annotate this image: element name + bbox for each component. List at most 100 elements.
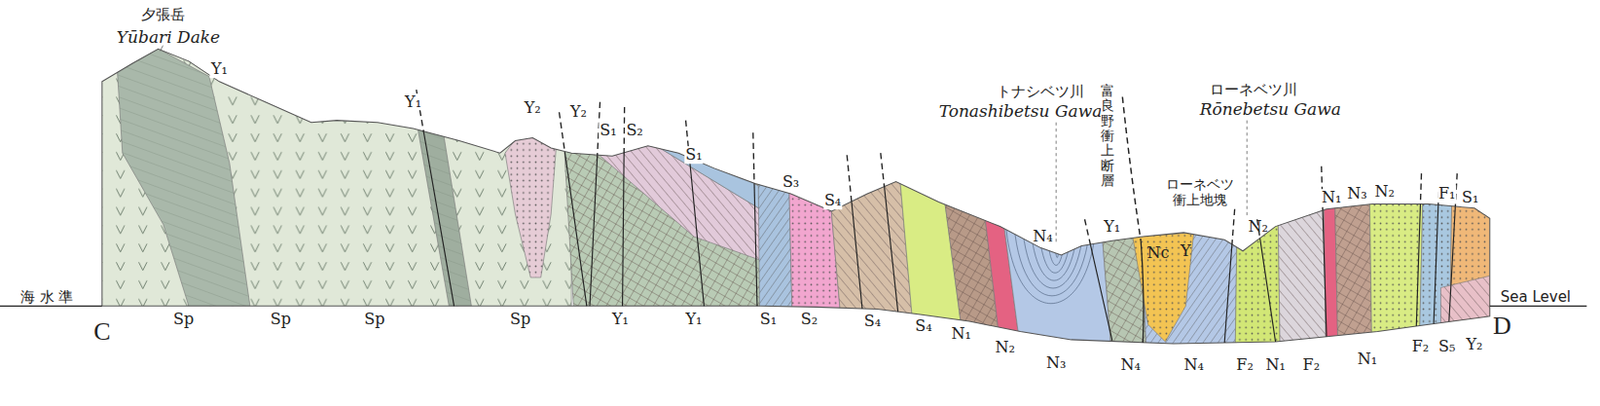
- unit-label: S₅: [1438, 337, 1455, 356]
- unit-label: F₂: [1236, 356, 1254, 374]
- s2-layer: [643, 134, 762, 209]
- unit-label: Y₁: [686, 310, 703, 328]
- unit-label: Sp: [363, 310, 385, 328]
- unit-label: N₄: [1032, 227, 1053, 246]
- unit-label: N₁: [1320, 189, 1343, 208]
- unit-label: Y₁: [210, 60, 229, 78]
- river-name: Rōnebetsu Gawa: [1198, 100, 1344, 119]
- fault-line: [564, 151, 587, 306]
- fault-line: [1322, 210, 1327, 337]
- unit-label: Nc: [1147, 244, 1170, 262]
- fault-projection: [1085, 218, 1091, 245]
- y2-lens-pattern: [505, 132, 556, 278]
- unit-label: S₂: [624, 121, 644, 140]
- sea-level-label: Sea Level: [1498, 289, 1573, 306]
- s1-upper: [668, 134, 761, 186]
- fault-projection: [846, 154, 852, 202]
- y1-band-pattern: [1087, 40, 1149, 388]
- unit-label: N₁: [950, 325, 971, 343]
- unit-label: Sp: [509, 310, 531, 328]
- fault-name: 富良野衝上断層: [1100, 83, 1115, 189]
- unit-label: S₁: [1460, 189, 1480, 208]
- unit-label: Sp: [173, 310, 194, 328]
- unit-label: S₄: [914, 318, 932, 336]
- s1-orange-pattern: [1449, 40, 1500, 388]
- section-end: D: [1492, 312, 1512, 341]
- n1-cross: [923, 40, 1006, 388]
- fault-line: [1260, 238, 1276, 342]
- fold-trace: [1029, 204, 1079, 282]
- fold-trace: [1005, 204, 1097, 304]
- n1-cross-pattern: [923, 40, 1006, 388]
- fault-projection: [559, 111, 566, 152]
- s1-orange: [1449, 40, 1500, 388]
- y1-dike: [416, 116, 473, 306]
- sea-level-line: [1490, 305, 1588, 307]
- block-name: ローネベツ 衝上地塊: [1162, 176, 1238, 208]
- river-name: ローネベツ川: [1207, 81, 1300, 99]
- unit-label: N₄: [1183, 356, 1203, 374]
- unit-label: Y₁: [403, 93, 423, 111]
- fold-trace: [1013, 204, 1091, 296]
- fault-line: [1416, 204, 1420, 327]
- fold-trace: [1054, 204, 1060, 258]
- y1-lens: [117, 45, 251, 306]
- thrust-projection: [1122, 97, 1141, 242]
- unit-label: S₄: [864, 312, 881, 330]
- unit-label: S₄: [823, 192, 842, 211]
- section-end: C: [93, 317, 110, 346]
- unit-label: N₂: [994, 339, 1015, 358]
- unit-label: S₁: [684, 146, 703, 165]
- unit-label: Y₁: [612, 310, 629, 328]
- fault-line: [884, 186, 899, 312]
- peak-leader: [160, 44, 164, 51]
- y1-dike-pattern: [416, 116, 473, 306]
- unit-label: N₃: [1046, 354, 1066, 372]
- strata: [91, 30, 1500, 388]
- unit-label: F₂: [1303, 356, 1321, 374]
- unit-label: S₁: [598, 121, 618, 140]
- unit-label: S₁: [760, 310, 777, 328]
- n1-green: [1367, 40, 1427, 388]
- river-name: トナシベツ川: [994, 83, 1087, 101]
- sea-level-label: 海 水 準: [18, 289, 76, 306]
- fault-line: [851, 202, 863, 309]
- fault-line: [1224, 244, 1233, 343]
- unit-label: N₂: [1248, 218, 1269, 236]
- unit-label: Y₁: [1102, 218, 1122, 236]
- river-leader: [1246, 120, 1248, 219]
- unit-label: N₁: [1265, 356, 1285, 374]
- f1-blue: [1418, 40, 1455, 388]
- f1-blue-pattern: [1418, 40, 1455, 388]
- n1-green-pattern: [1367, 40, 1427, 388]
- s1-band-pattern: [757, 40, 795, 388]
- unit-label: N₃: [1345, 184, 1368, 203]
- section-outline: [102, 48, 1491, 344]
- y1-block-pattern: [559, 61, 762, 306]
- fold-trace: [1021, 204, 1086, 289]
- unit-label: Y₂: [569, 104, 588, 122]
- unit-label: N₂: [1374, 182, 1396, 201]
- river-name: Tonashibetsu Gawa: [937, 102, 1105, 121]
- peak-name: Yūbari Dake: [114, 27, 222, 46]
- unit-label: S₃: [781, 173, 800, 191]
- sp-body-pattern: [91, 30, 572, 316]
- sea-level-line: [0, 305, 103, 307]
- y1-band: [1087, 40, 1149, 388]
- y1-block: [559, 61, 762, 306]
- sp-body: [91, 30, 572, 316]
- fault-line: [754, 183, 758, 307]
- unit-label: F₂: [1412, 337, 1430, 356]
- fault-line: [689, 158, 704, 307]
- s1-upper-pattern: [668, 134, 761, 186]
- fault-projection: [1419, 173, 1421, 204]
- peak-name: 夕張岳: [139, 5, 187, 23]
- y2-lens: [505, 132, 556, 278]
- unit-label: Y₂: [523, 99, 543, 117]
- fault-line: [1090, 244, 1112, 340]
- fault-projection: [880, 152, 885, 187]
- fault-line: [589, 154, 598, 306]
- fault-line: [1449, 206, 1456, 322]
